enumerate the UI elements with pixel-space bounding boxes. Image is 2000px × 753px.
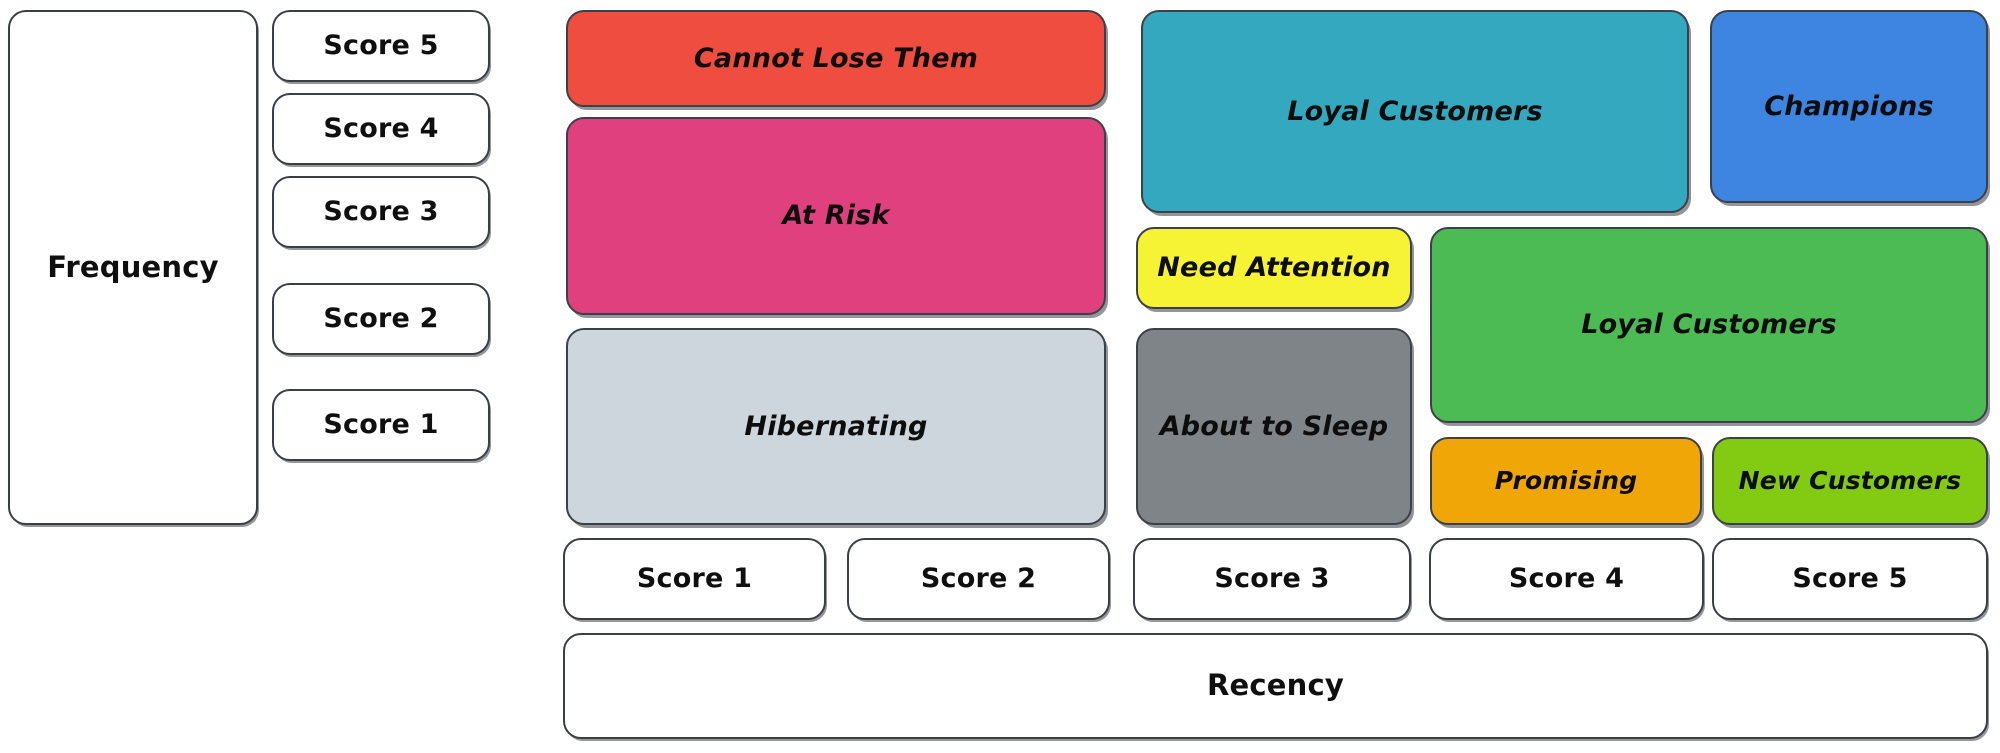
segment-at-risk[interactable]: At Risk xyxy=(566,117,1106,315)
frequency-score-4-label: Score 4 xyxy=(323,113,439,145)
segment-promising-label: Promising xyxy=(1494,465,1638,495)
recency-score-5[interactable]: Score 5 xyxy=(1712,538,1988,620)
segment-loyal-customers-teal[interactable]: Loyal Customers xyxy=(1141,10,1689,213)
frequency-axis-label: Frequency xyxy=(47,249,219,284)
segment-loyal-customers-teal-label: Loyal Customers xyxy=(1287,95,1543,127)
segment-loyal-customers-green[interactable]: Loyal Customers xyxy=(1430,227,1988,423)
frequency-score-2[interactable]: Score 2 xyxy=(272,283,490,355)
recency-score-1-label: Score 1 xyxy=(636,563,753,595)
recency-score-4-label: Score 4 xyxy=(1508,563,1625,595)
frequency-score-2-label: Score 2 xyxy=(323,303,439,335)
frequency-score-3-label: Score 3 xyxy=(323,196,439,228)
segment-champions[interactable]: Champions xyxy=(1710,10,1988,203)
segment-new-customers-label: New Customers xyxy=(1738,465,1962,495)
recency-score-1[interactable]: Score 1 xyxy=(563,538,826,620)
segment-hibernating[interactable]: Hibernating xyxy=(566,328,1106,525)
frequency-score-5[interactable]: Score 5 xyxy=(272,10,490,82)
frequency-score-1[interactable]: Score 1 xyxy=(272,389,490,461)
frequency-axis-box: Frequency xyxy=(8,10,258,525)
segment-need-attention[interactable]: Need Attention xyxy=(1136,227,1412,309)
recency-score-3-label: Score 3 xyxy=(1214,563,1330,595)
frequency-score-1-label: Score 1 xyxy=(323,409,439,441)
segment-about-to-sleep-label: About to Sleep xyxy=(1159,410,1389,442)
segment-promising[interactable]: Promising xyxy=(1430,437,1702,525)
frequency-score-4[interactable]: Score 4 xyxy=(272,93,490,165)
segment-need-attention-label: Need Attention xyxy=(1157,252,1391,284)
segment-champions-label: Champions xyxy=(1764,90,1934,122)
segment-cannot-lose-them[interactable]: Cannot Lose Them xyxy=(566,10,1106,107)
recency-score-2[interactable]: Score 2 xyxy=(847,538,1110,620)
recency-axis-box: Recency xyxy=(563,633,1988,739)
frequency-score-3[interactable]: Score 3 xyxy=(272,176,490,248)
recency-score-4[interactable]: Score 4 xyxy=(1429,538,1704,620)
recency-score-2-label: Score 2 xyxy=(920,563,1037,595)
segment-new-customers[interactable]: New Customers xyxy=(1712,437,1988,525)
segment-hibernating-label: Hibernating xyxy=(744,410,928,442)
recency-score-3[interactable]: Score 3 xyxy=(1133,538,1411,620)
recency-score-5-label: Score 5 xyxy=(1792,563,1908,595)
segment-cannot-lose-them-label: Cannot Lose Them xyxy=(693,42,979,74)
segment-about-to-sleep[interactable]: About to Sleep xyxy=(1136,328,1412,525)
segment-at-risk-label: At Risk xyxy=(782,200,890,232)
recency-axis-label: Recency xyxy=(1207,668,1344,703)
frequency-score-5-label: Score 5 xyxy=(323,30,439,62)
segment-loyal-customers-green-label: Loyal Customers xyxy=(1581,309,1837,341)
